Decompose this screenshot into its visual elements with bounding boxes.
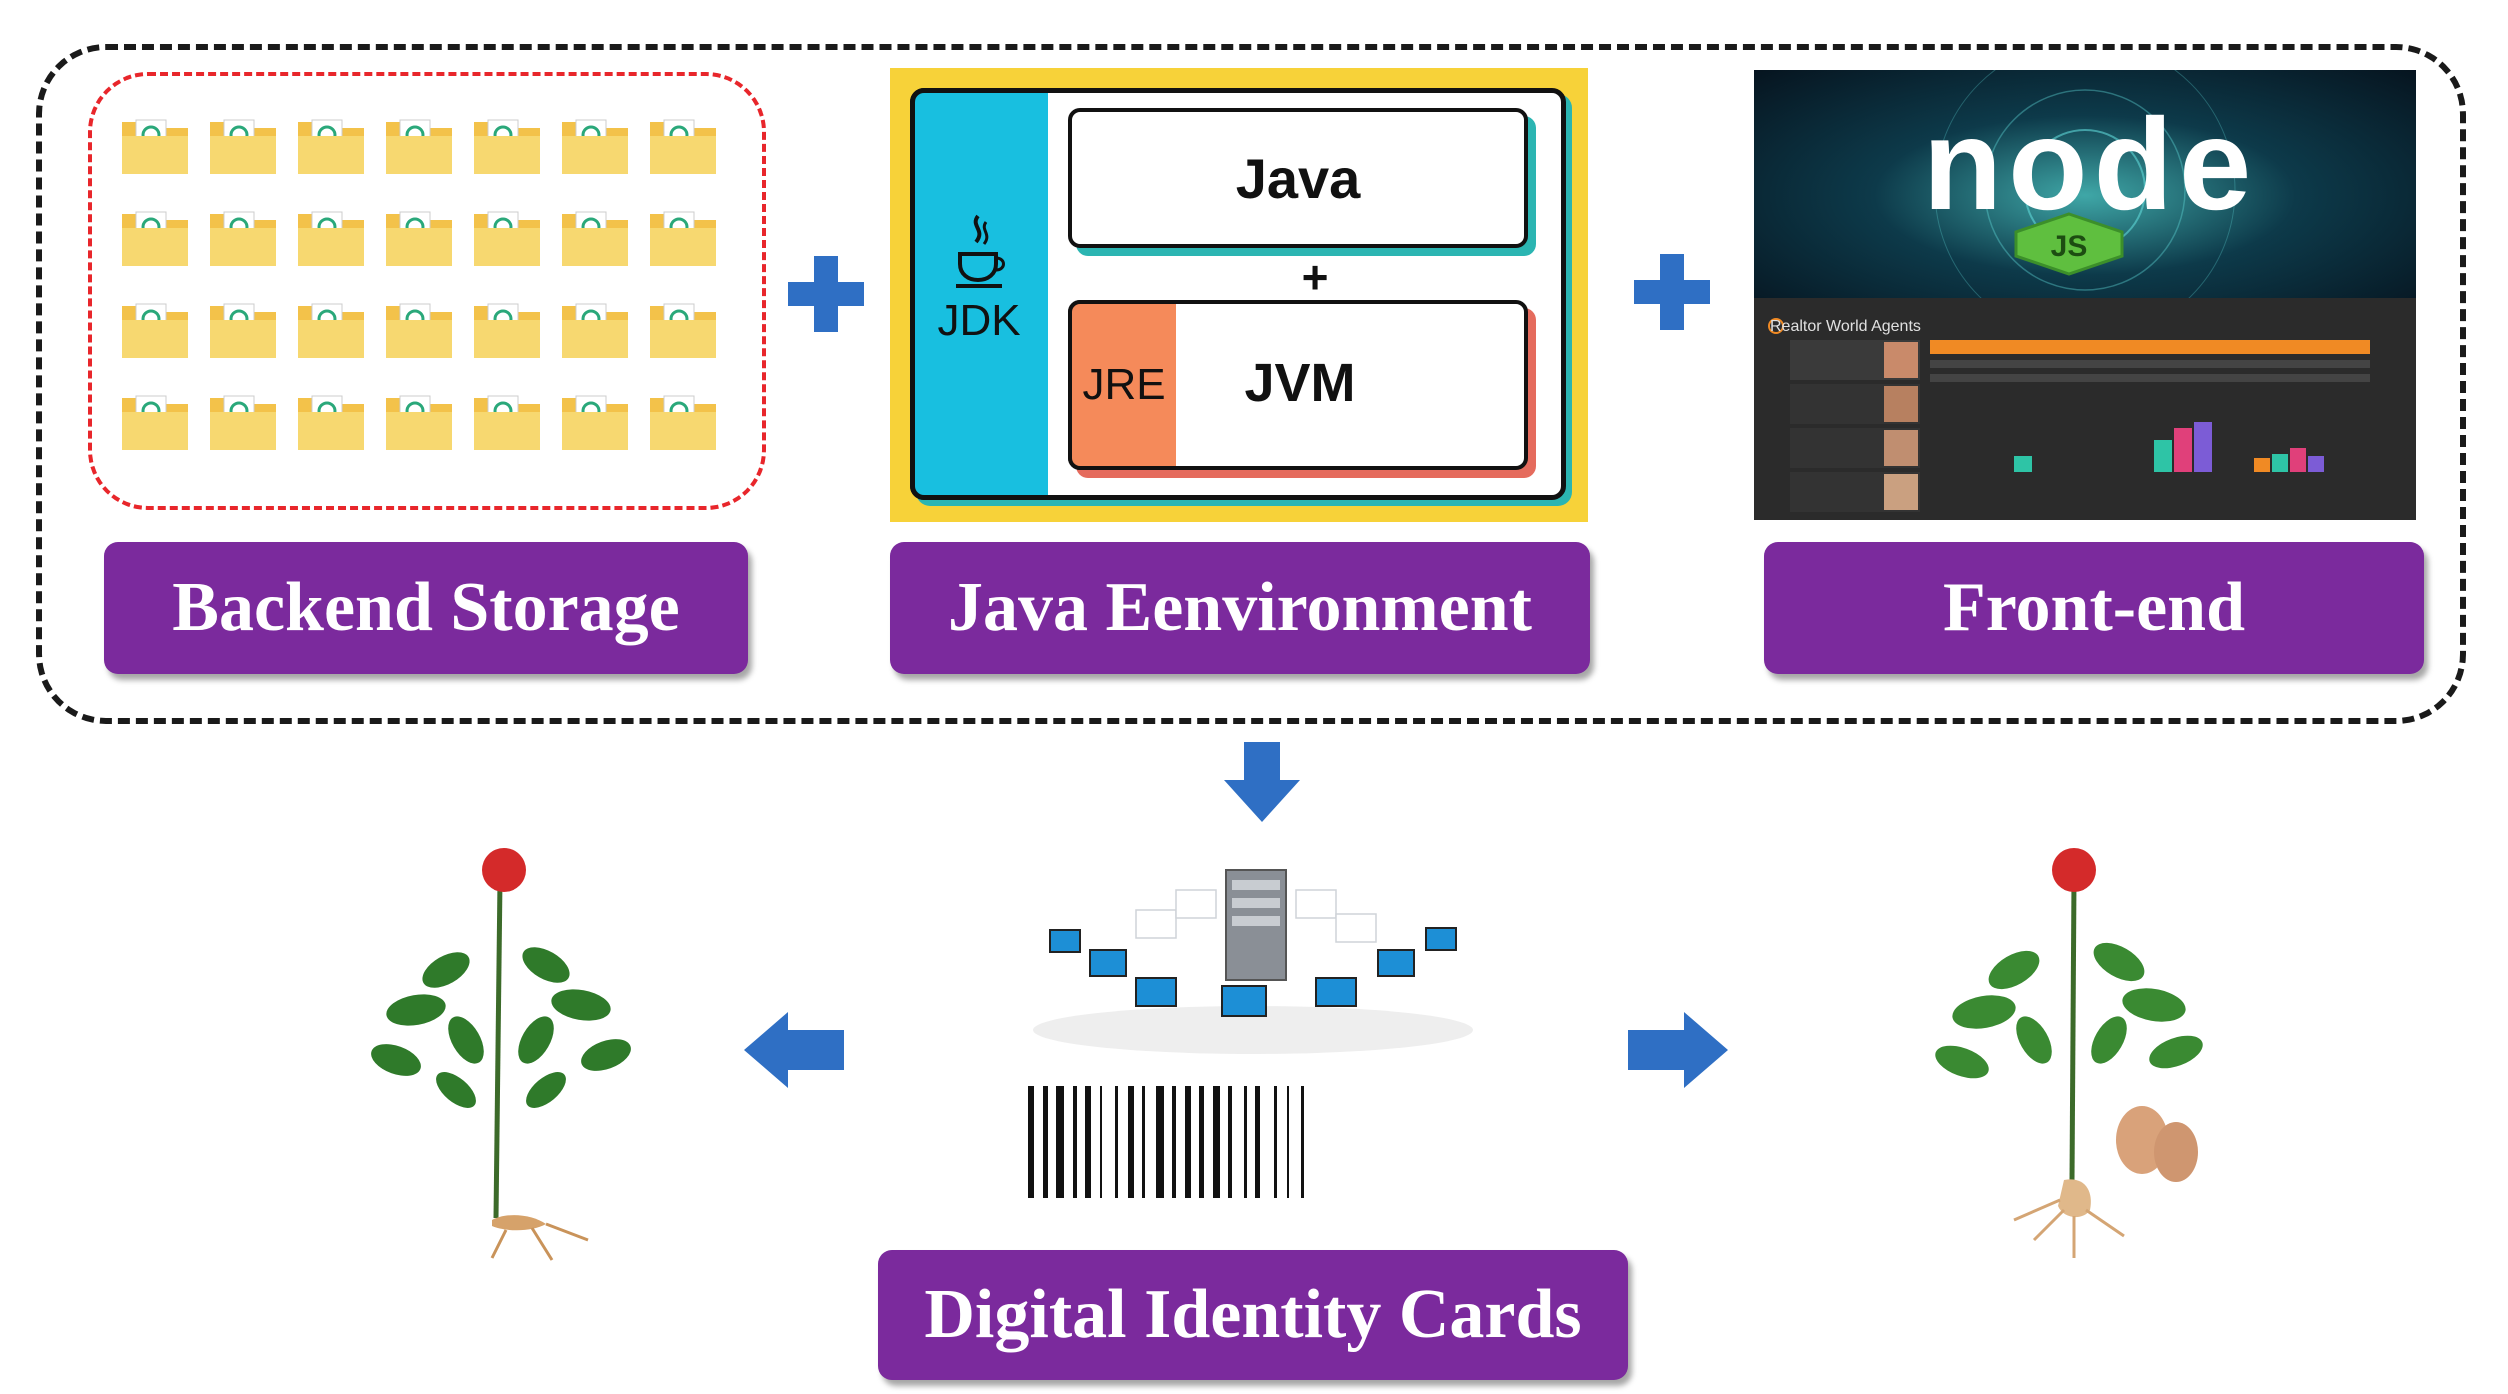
barcode-bar	[1043, 1086, 1048, 1198]
barcode-bar	[1228, 1086, 1232, 1198]
barcode-bar	[1100, 1086, 1102, 1198]
barcode-bar	[1028, 1086, 1034, 1198]
folder-icon	[210, 395, 276, 450]
folder-icon	[298, 303, 364, 358]
barcode-bar	[1172, 1086, 1176, 1198]
folder-icon	[562, 395, 628, 450]
folder-icon	[122, 395, 188, 450]
arrow-right-icon	[1628, 1012, 1728, 1088]
jvm-label: JVM	[1244, 353, 1356, 413]
jre-label: JRE	[1068, 300, 1176, 470]
folder-icon	[386, 211, 452, 266]
barcode-bar	[1085, 1086, 1091, 1198]
folder-icon	[386, 119, 452, 174]
barcode-bar	[1244, 1086, 1247, 1198]
folder-icon	[650, 395, 716, 450]
java-cup-icon	[956, 214, 1005, 288]
jdk-sidebar	[910, 88, 1048, 500]
barcode-bar	[1142, 1086, 1145, 1198]
node-js-badge-icon: JS	[2014, 212, 2124, 276]
folder-icon	[298, 395, 364, 450]
folder-icon	[386, 303, 452, 358]
barcode-bar	[1056, 1086, 1064, 1198]
barcode-bar	[1073, 1086, 1077, 1198]
barcode-bar	[1287, 1086, 1289, 1198]
folder-icon	[474, 211, 540, 266]
backend-storage-label: Backend Storage	[104, 542, 748, 674]
java-plus: +	[1301, 251, 1329, 303]
folder-icon	[562, 303, 628, 358]
nodejs-logo-text: node	[1922, 91, 2258, 237]
js-badge-text: JS	[2051, 230, 2088, 263]
folder-icon	[298, 119, 364, 174]
folder-icon	[210, 119, 276, 174]
barcode-bar	[1213, 1086, 1220, 1198]
barcode-bar	[1301, 1086, 1304, 1198]
ginseng-plant-icon	[1935, 848, 2203, 1258]
folder-grid	[120, 110, 740, 480]
folder-icon	[386, 395, 452, 450]
folder-icon	[210, 303, 276, 358]
barcode-bar	[1274, 1086, 1277, 1198]
folder-icon	[562, 119, 628, 174]
java-box: Java	[1068, 108, 1528, 248]
folder-icon	[650, 211, 716, 266]
dashboard-mock	[1768, 318, 2370, 512]
backend-storage-area	[88, 72, 766, 510]
barcode-bar	[1156, 1086, 1164, 1198]
arrow-left-icon	[744, 1012, 844, 1088]
digital-identity-cards-label: Digital Identity Cards	[878, 1250, 1628, 1380]
folder-icon	[474, 303, 540, 358]
folder-icon	[210, 211, 276, 266]
folder-icon	[298, 211, 364, 266]
barcode-bar	[1128, 1086, 1134, 1198]
plus-icon	[1634, 254, 1710, 330]
arrow-down-icon	[1224, 742, 1300, 822]
folder-icon	[650, 119, 716, 174]
barcode-icon	[1028, 1086, 1304, 1198]
barcode-bar	[1115, 1086, 1118, 1198]
folder-icon	[122, 211, 188, 266]
system-frame	[36, 44, 2466, 724]
ginseng-plant-icon	[371, 848, 631, 1261]
plus-icon	[788, 256, 864, 332]
barcode-bar	[1199, 1086, 1204, 1198]
folder-icon	[474, 119, 540, 174]
folder-icon	[650, 303, 716, 358]
server-network-icon	[1033, 869, 1473, 1054]
folder-icon	[562, 211, 628, 266]
barcode-bar	[1255, 1086, 1260, 1198]
folder-icon	[122, 119, 188, 174]
jdk-label: JDK	[937, 296, 1021, 345]
dashboard-title: Realtor World Agents	[1770, 318, 1921, 335]
java-environment-label: Java Eenvironment	[890, 542, 1590, 674]
front-end-label: Front-end	[1764, 542, 2424, 674]
folder-icon	[474, 395, 540, 450]
folder-icon	[122, 303, 188, 358]
barcode-bar	[1185, 1086, 1191, 1198]
